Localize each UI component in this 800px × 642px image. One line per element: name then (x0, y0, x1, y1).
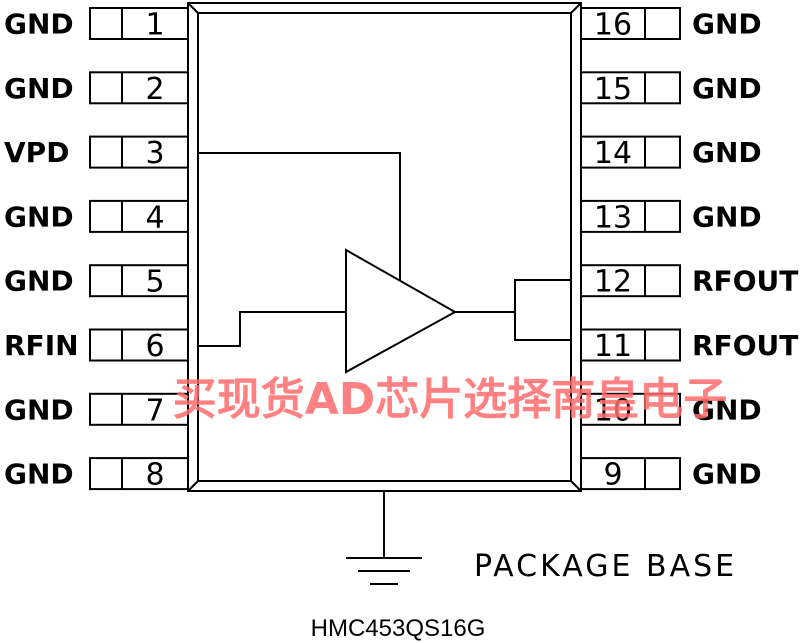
pin-12: 12 RFOUT (580, 264, 798, 300)
pin-number: 1 (145, 8, 164, 43)
pin-number: 3 (145, 136, 164, 171)
pin-label: RFOUT (692, 265, 798, 298)
pin-number: 8 (145, 458, 164, 493)
pin-number: 13 (594, 200, 632, 235)
pin-number: 16 (594, 8, 632, 43)
pin-lead (89, 328, 189, 362)
pin-lead (89, 392, 189, 426)
pin-15: 15 GND (580, 71, 762, 107)
pin-label: GND (692, 72, 762, 105)
ground-symbol (346, 491, 422, 585)
pin-lead (580, 199, 681, 233)
pin-label: GND (4, 72, 74, 105)
pin-label: GND (692, 458, 762, 491)
pin-6: RFIN 6 (4, 328, 189, 364)
pin-lead (580, 264, 681, 298)
pin-number: 14 (594, 136, 632, 171)
pin-5: GND 5 (4, 264, 189, 300)
pin-8: GND 8 (4, 457, 189, 493)
pin-16: 16 GND (580, 7, 762, 43)
pin-label: GND (4, 458, 74, 491)
pin-lead (580, 328, 681, 362)
pin-number: 11 (594, 329, 632, 364)
pin-number: 6 (145, 329, 164, 364)
pin-lead (89, 7, 189, 40)
pin-lead (89, 199, 189, 233)
pin-13: 13 GND (580, 199, 762, 235)
pin-lead (580, 457, 681, 491)
pin-number: 4 (145, 200, 164, 235)
amplifier-symbol (345, 248, 458, 374)
pin-label: GND (4, 200, 74, 233)
pin-14: 14 GND (580, 135, 762, 171)
pin-label: RFOUT (692, 329, 798, 362)
pin-number: 12 (594, 265, 632, 300)
pin-lead (580, 71, 681, 105)
pin-lead (89, 264, 189, 298)
pin-lead (89, 457, 189, 491)
pin-11: 11 RFOUT (580, 328, 798, 364)
internal-wiring (198, 152, 571, 347)
pin-2: GND 2 (4, 71, 189, 107)
pin-7: GND 7 (4, 392, 189, 428)
pin-label: GND (692, 8, 762, 41)
pin-4: GND 4 (4, 199, 189, 235)
vpd-trace (198, 152, 401, 280)
rfin-trace (198, 311, 346, 347)
pin-label: VPD (4, 136, 69, 169)
package-base-label: PACKAGE BASE (474, 549, 737, 584)
pin-10: 10 GND (580, 392, 762, 428)
pin-number: 9 (603, 458, 622, 493)
pin-label: GND (692, 393, 762, 426)
part-number: HMC453QS16G (311, 615, 486, 642)
pin-1: GND 1 (4, 7, 189, 43)
pin-3: VPD 3 (4, 135, 189, 171)
watermark-text: 买现货AD芯片选择南皇电子 (173, 374, 728, 425)
pin-number: 5 (145, 265, 164, 300)
pin-label: GND (4, 265, 74, 298)
pin-number: 7 (145, 393, 164, 428)
pin-label: GND (692, 200, 762, 233)
pin-label: GND (4, 8, 74, 41)
pin-lead (580, 7, 681, 40)
pin-lead (580, 392, 681, 426)
pin-number: 10 (594, 393, 632, 428)
pin-label: GND (692, 136, 762, 169)
pin-number: 2 (145, 72, 164, 107)
pin-lead (89, 135, 189, 169)
pin-lead (580, 135, 681, 169)
rfout-connector (514, 279, 571, 341)
pin-number: 15 (594, 72, 632, 107)
pin-label: GND (4, 393, 74, 426)
pin-label: RFIN (4, 329, 79, 362)
pin-lead (89, 71, 189, 105)
pin-9: 9 GND (580, 457, 762, 493)
